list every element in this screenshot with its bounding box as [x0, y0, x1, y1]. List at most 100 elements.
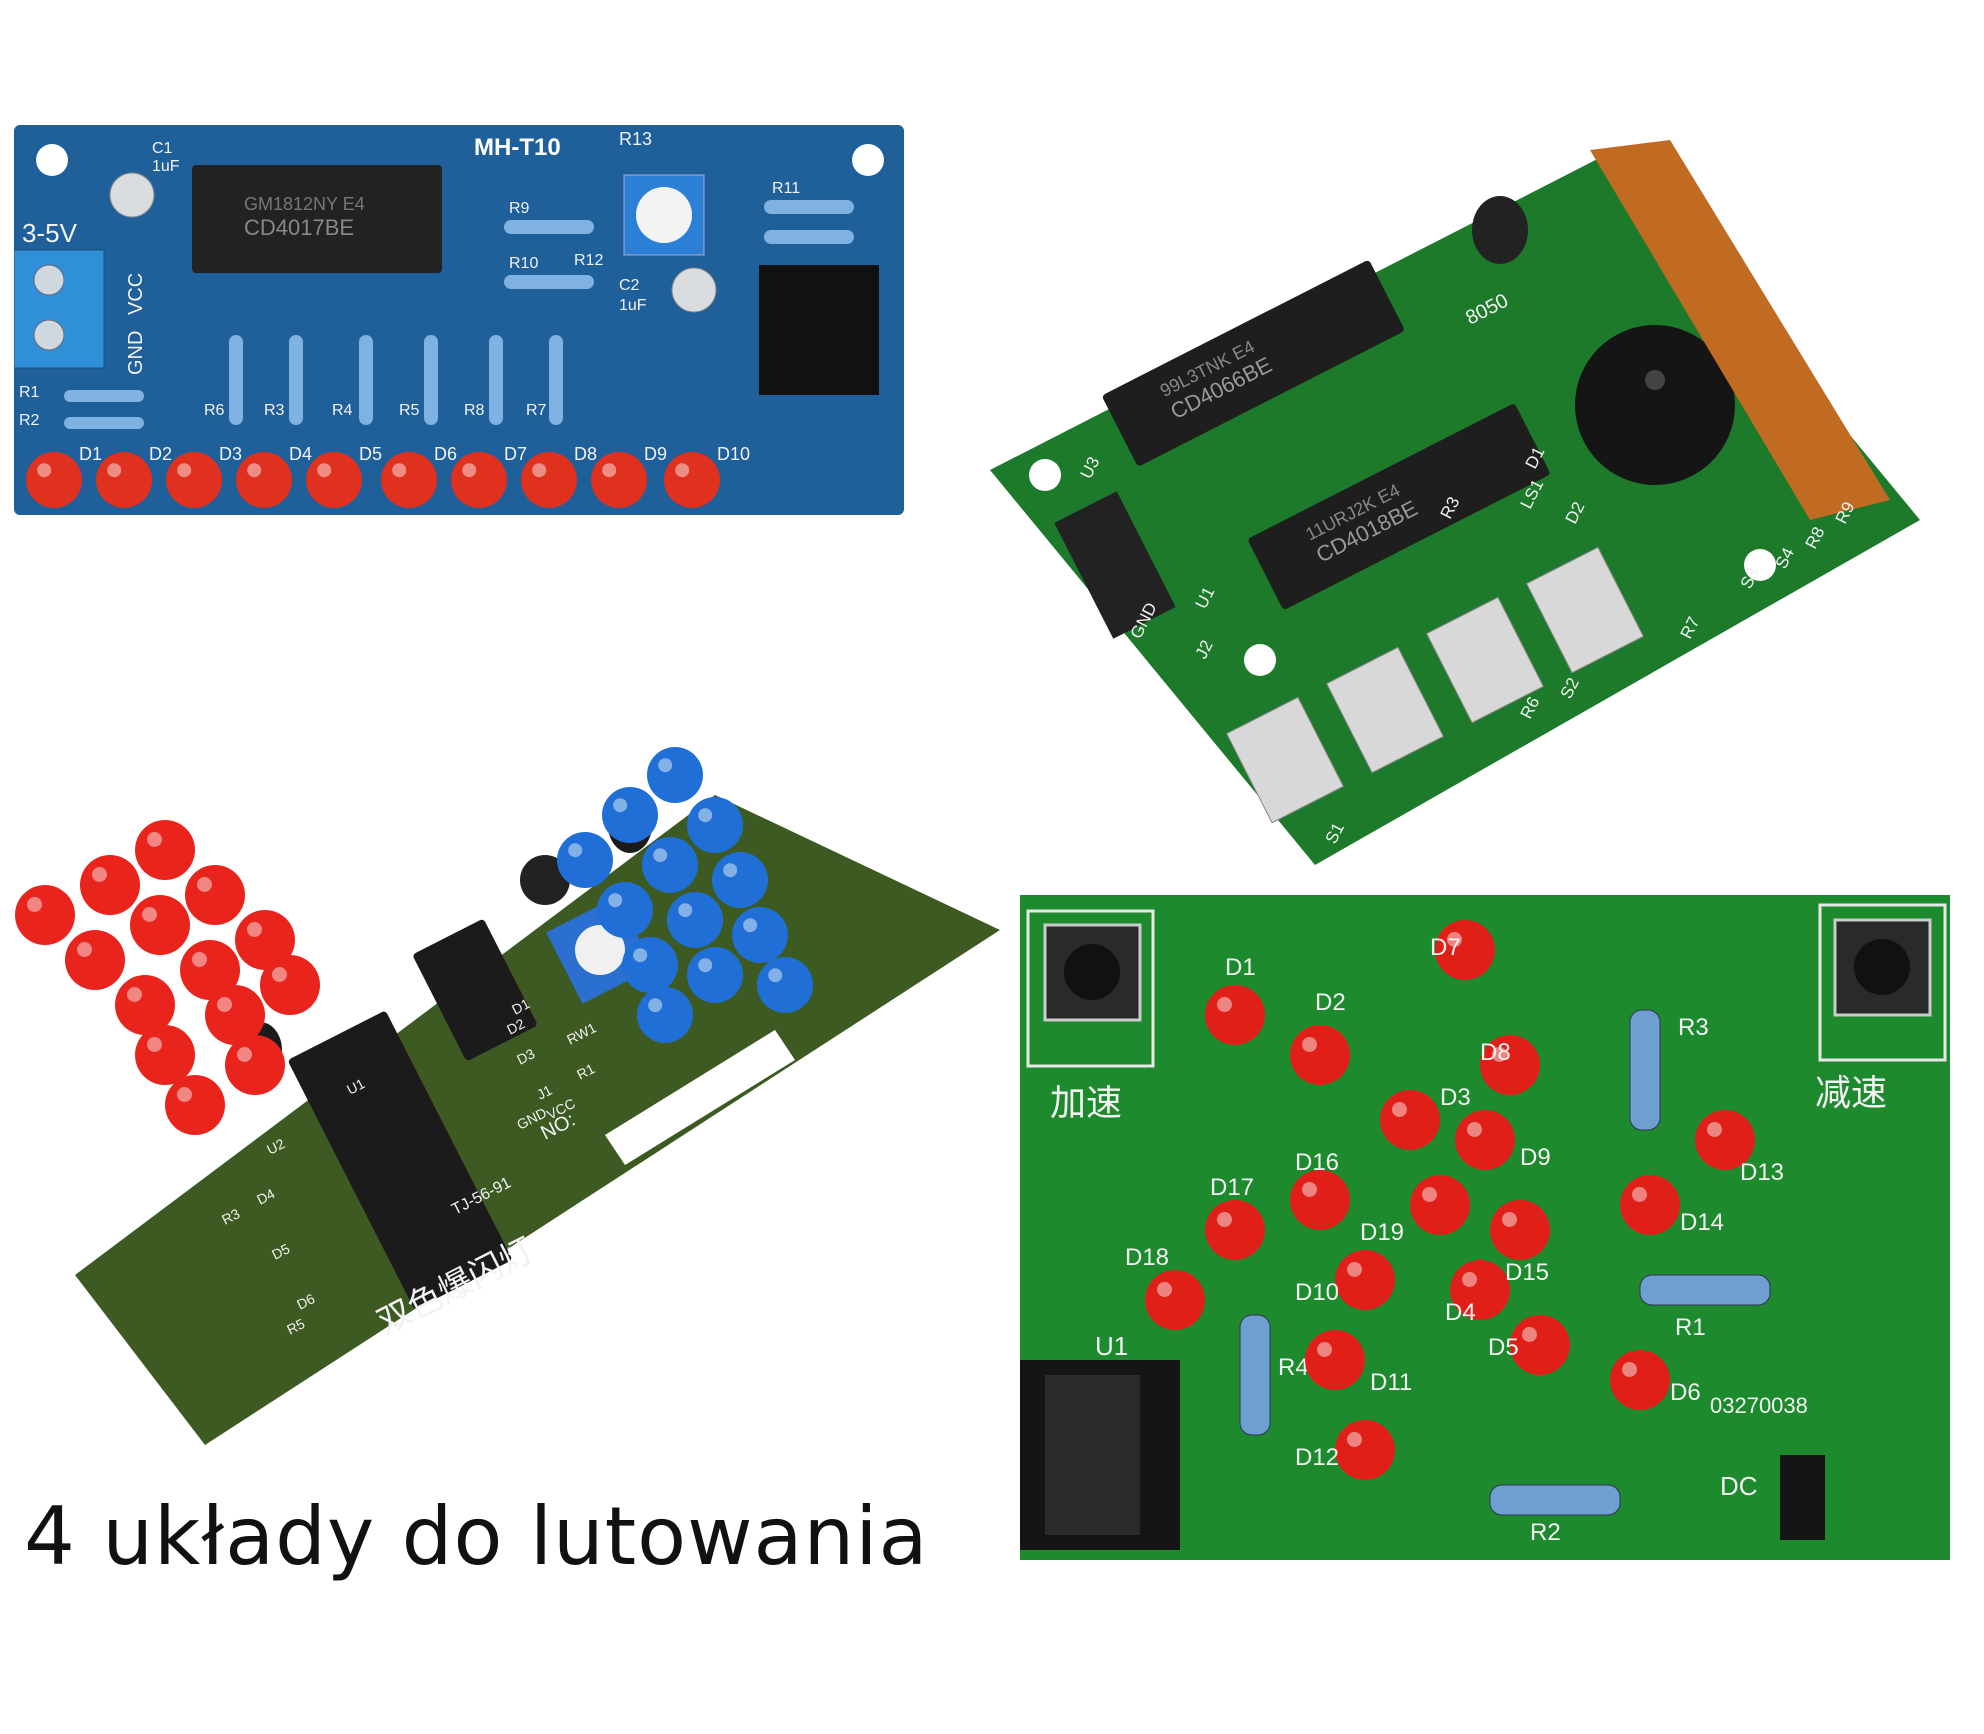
- led-d15: [1490, 1200, 1550, 1260]
- red-led-13: [165, 1075, 225, 1135]
- resistor-label-r7: R7: [526, 402, 547, 419]
- led-label-d17: D17: [1210, 1174, 1254, 1201]
- blue-led-7: [622, 937, 678, 993]
- resistor-label-r8: R8: [464, 402, 485, 419]
- led-d8: [521, 452, 577, 508]
- red-led-11: [205, 985, 265, 1045]
- blue-led-12: [732, 907, 788, 963]
- resistor-label-r1: R1: [1675, 1314, 1706, 1341]
- led-d9: [591, 452, 647, 508]
- led-label-d16: D16: [1295, 1149, 1339, 1176]
- led-d7: [451, 452, 507, 508]
- caption: 4 układy do lutowania: [24, 1490, 929, 1583]
- led-d19: [1410, 1175, 1470, 1235]
- green-sound-board: CD4066BE 99L3TNK E4 CD4018BE 11URJ2K E4 …: [990, 140, 1930, 870]
- led-label-d5: D5: [1488, 1334, 1519, 1361]
- red-led-6: [185, 865, 245, 925]
- led-d1: [26, 452, 82, 508]
- resistor-label-r4: R4: [332, 402, 353, 419]
- blue-led-2: [602, 787, 658, 843]
- led-d17: [1205, 1200, 1265, 1260]
- led-label-d2: D2: [1315, 989, 1346, 1016]
- led-label-d14: D14: [1680, 1209, 1724, 1236]
- red-led-7: [115, 975, 175, 1035]
- led-d4: [236, 452, 292, 508]
- blue-led-6: [687, 797, 743, 853]
- led-label-d7: D7: [504, 444, 527, 464]
- led-label-d13: D13: [1740, 1159, 1784, 1186]
- led-label-d11: D11: [1370, 1369, 1412, 1396]
- resistor-label-r2: R2: [19, 412, 40, 429]
- led-d4: [1450, 1260, 1510, 1320]
- led-d6: [1610, 1350, 1670, 1410]
- led-d7: [1435, 920, 1495, 980]
- resistor-label-r12: R12: [574, 252, 603, 269]
- blue-led-5: [642, 837, 698, 893]
- red-led-14: [225, 1035, 285, 1095]
- blue-led-13: [757, 957, 813, 1013]
- bicolor-label-d5: D5: [269, 1240, 292, 1262]
- led-d12: [1335, 1420, 1395, 1480]
- bicolor-label-d6: D6: [294, 1290, 317, 1312]
- model-label: MH-T10: [474, 134, 561, 161]
- led-d14: [1620, 1175, 1680, 1235]
- resistor-label-r1: R1: [19, 384, 40, 401]
- bicolor-label-r3: R3: [219, 1205, 242, 1227]
- led-label-d6: D6: [434, 444, 457, 464]
- led-label-d10: D10: [1295, 1279, 1339, 1306]
- led-d10: [664, 452, 720, 508]
- resistor-label-r3: R3: [264, 402, 285, 419]
- led-d16: [1290, 1170, 1350, 1230]
- led-label-d5: D5: [359, 444, 382, 464]
- svg-text:GM1812NY E4: GM1812NY E4: [244, 194, 365, 214]
- led-label-d4: D4: [1445, 1299, 1476, 1326]
- blue-led-11: [687, 947, 743, 1003]
- led-d9: [1455, 1110, 1515, 1170]
- bicolor-label-j1: J1: [534, 1082, 555, 1103]
- blue-led-3: [647, 747, 703, 803]
- led-d1: [1205, 985, 1265, 1045]
- resistor-label-r4: R4: [1278, 1354, 1309, 1381]
- vcc-label: VCC: [125, 273, 147, 315]
- led-label-d19: D19: [1360, 1219, 1404, 1246]
- led-label-d1: D1: [79, 444, 102, 464]
- svg-text:1uF: 1uF: [619, 297, 647, 314]
- svg-text:C1: C1: [152, 140, 173, 157]
- red-led-10: [135, 1025, 195, 1085]
- led-d2: [96, 452, 152, 508]
- resistor-label-r10: R10: [509, 255, 538, 272]
- led-d6: [381, 452, 437, 508]
- red-led-12: [260, 955, 320, 1015]
- dc-label: DC: [1720, 1471, 1758, 1501]
- resistor-label-r9: R9: [509, 200, 530, 217]
- chip-label: CD4017BE: [244, 215, 354, 240]
- led-label-d4: D4: [289, 444, 312, 464]
- red-led-9: [235, 910, 295, 970]
- bicolor-label-d3: D3: [514, 1045, 537, 1067]
- voltage-label: 3-5V: [22, 218, 78, 248]
- blue-led-1: [557, 832, 613, 888]
- speed-up-label: 加速: [1050, 1082, 1122, 1123]
- led-label-d15: D15: [1505, 1259, 1549, 1286]
- red-led-8: [180, 940, 240, 1000]
- red-led-5: [130, 895, 190, 955]
- bicolor-label-d1: D1: [509, 995, 532, 1017]
- led-d10: [1335, 1250, 1395, 1310]
- bicolor-label-r1: R1: [574, 1060, 597, 1082]
- bicolor-label-u1: U1: [344, 1075, 367, 1097]
- bicolor-label-r5: R5: [284, 1315, 307, 1337]
- resistor-label-r6: R6: [204, 402, 225, 419]
- led-label-d7: D7: [1430, 934, 1461, 961]
- led-d5: [306, 452, 362, 508]
- red-led-2: [80, 855, 140, 915]
- led-d11: [1305, 1330, 1365, 1390]
- led-d3: [166, 452, 222, 508]
- resistor-label-r2: R2: [1530, 1519, 1561, 1546]
- gnd-label: GND: [125, 331, 147, 375]
- blue-led-9: [712, 852, 768, 908]
- red-led-4: [65, 930, 125, 990]
- blue-led-8: [667, 892, 723, 948]
- blue-led-10: [637, 987, 693, 1043]
